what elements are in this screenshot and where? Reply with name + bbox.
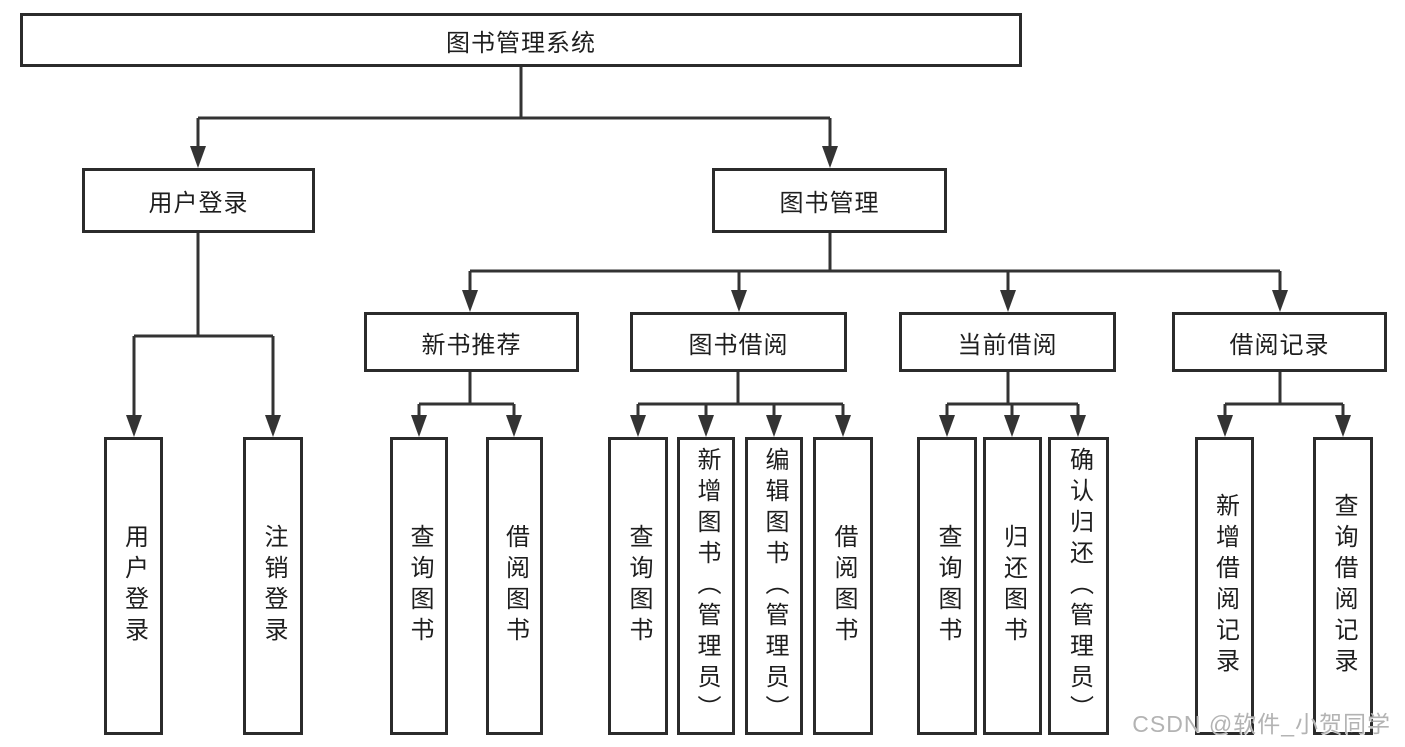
- leaf-borrow-books: 借阅图书: [813, 437, 873, 735]
- node-label: 图书借阅: [688, 331, 789, 359]
- leaf-label: 查询借阅记录: [1330, 493, 1357, 679]
- watermark: CSDN @软件_小贺同学: [1132, 711, 1391, 737]
- connector-borrow-records-children: [1217, 372, 1351, 437]
- leaf-confirm-return-admin: 确认归还（管理员）: [1048, 437, 1109, 735]
- node-new-book-recommend: 新书推荐: [364, 312, 579, 372]
- leaf-borrow-books-recommend: 借阅图书: [486, 437, 543, 735]
- connector-root-to-level2: [190, 67, 838, 168]
- leaf-add-book-admin: 新增图书（管理员）: [677, 437, 735, 735]
- leaf-label: 查询图书: [625, 524, 652, 648]
- leaf-label: 确认归还（管理员）: [1065, 446, 1093, 726]
- connector-book-borrow-children: [630, 372, 851, 437]
- connector-user-login-children: [126, 233, 281, 437]
- node-current-borrow: 当前借阅: [899, 312, 1116, 372]
- leaf-return-books: 归还图书: [983, 437, 1042, 735]
- node-label: 用户登录: [148, 190, 249, 217]
- node-user-login: 用户登录: [82, 168, 315, 233]
- leaf-label: 新增图书（管理员）: [693, 446, 720, 726]
- node-label: 图书管理系统: [446, 29, 596, 57]
- leaf-edit-book-admin: 编辑图书（管理员）: [745, 437, 803, 735]
- connector-current-borrow-children: [939, 372, 1086, 437]
- node-label: 图书管理: [779, 190, 880, 217]
- leaf-query-books-current: 查询图书: [917, 437, 977, 735]
- leaf-label: 编辑图书（管理员）: [761, 446, 788, 726]
- connector-book-management-children: [462, 233, 1288, 312]
- leaf-query-borrow-record: 查询借阅记录: [1313, 437, 1373, 735]
- leaf-label: 借阅图书: [501, 524, 529, 648]
- leaf-label: 借阅图书: [830, 524, 857, 648]
- node-label: 借阅记录: [1229, 331, 1330, 359]
- node-label: 当前借阅: [957, 331, 1058, 359]
- leaf-label: 查询图书: [934, 524, 961, 648]
- leaf-label: 用户登录: [120, 524, 148, 648]
- node-label: 新书推荐: [421, 331, 522, 359]
- leaf-add-borrow-record: 新增借阅记录: [1195, 437, 1254, 735]
- leaf-label: 新增借阅记录: [1211, 493, 1239, 679]
- node-book-management: 图书管理: [712, 168, 947, 233]
- leaf-user-login: 用户登录: [104, 437, 163, 735]
- connector-new-book-recommend-children: [411, 372, 522, 437]
- leaf-logout: 注销登录: [243, 437, 303, 735]
- leaf-label: 归还图书: [999, 524, 1027, 648]
- leaf-label: 注销登录: [260, 524, 287, 648]
- node-library-management-system: 图书管理系统: [20, 13, 1022, 67]
- leaf-query-books-borrow: 查询图书: [608, 437, 668, 735]
- leaf-label: 查询图书: [406, 524, 433, 648]
- node-book-borrow: 图书借阅: [630, 312, 847, 372]
- node-borrow-records: 借阅记录: [1172, 312, 1387, 372]
- leaf-query-books-recommend: 查询图书: [390, 437, 448, 735]
